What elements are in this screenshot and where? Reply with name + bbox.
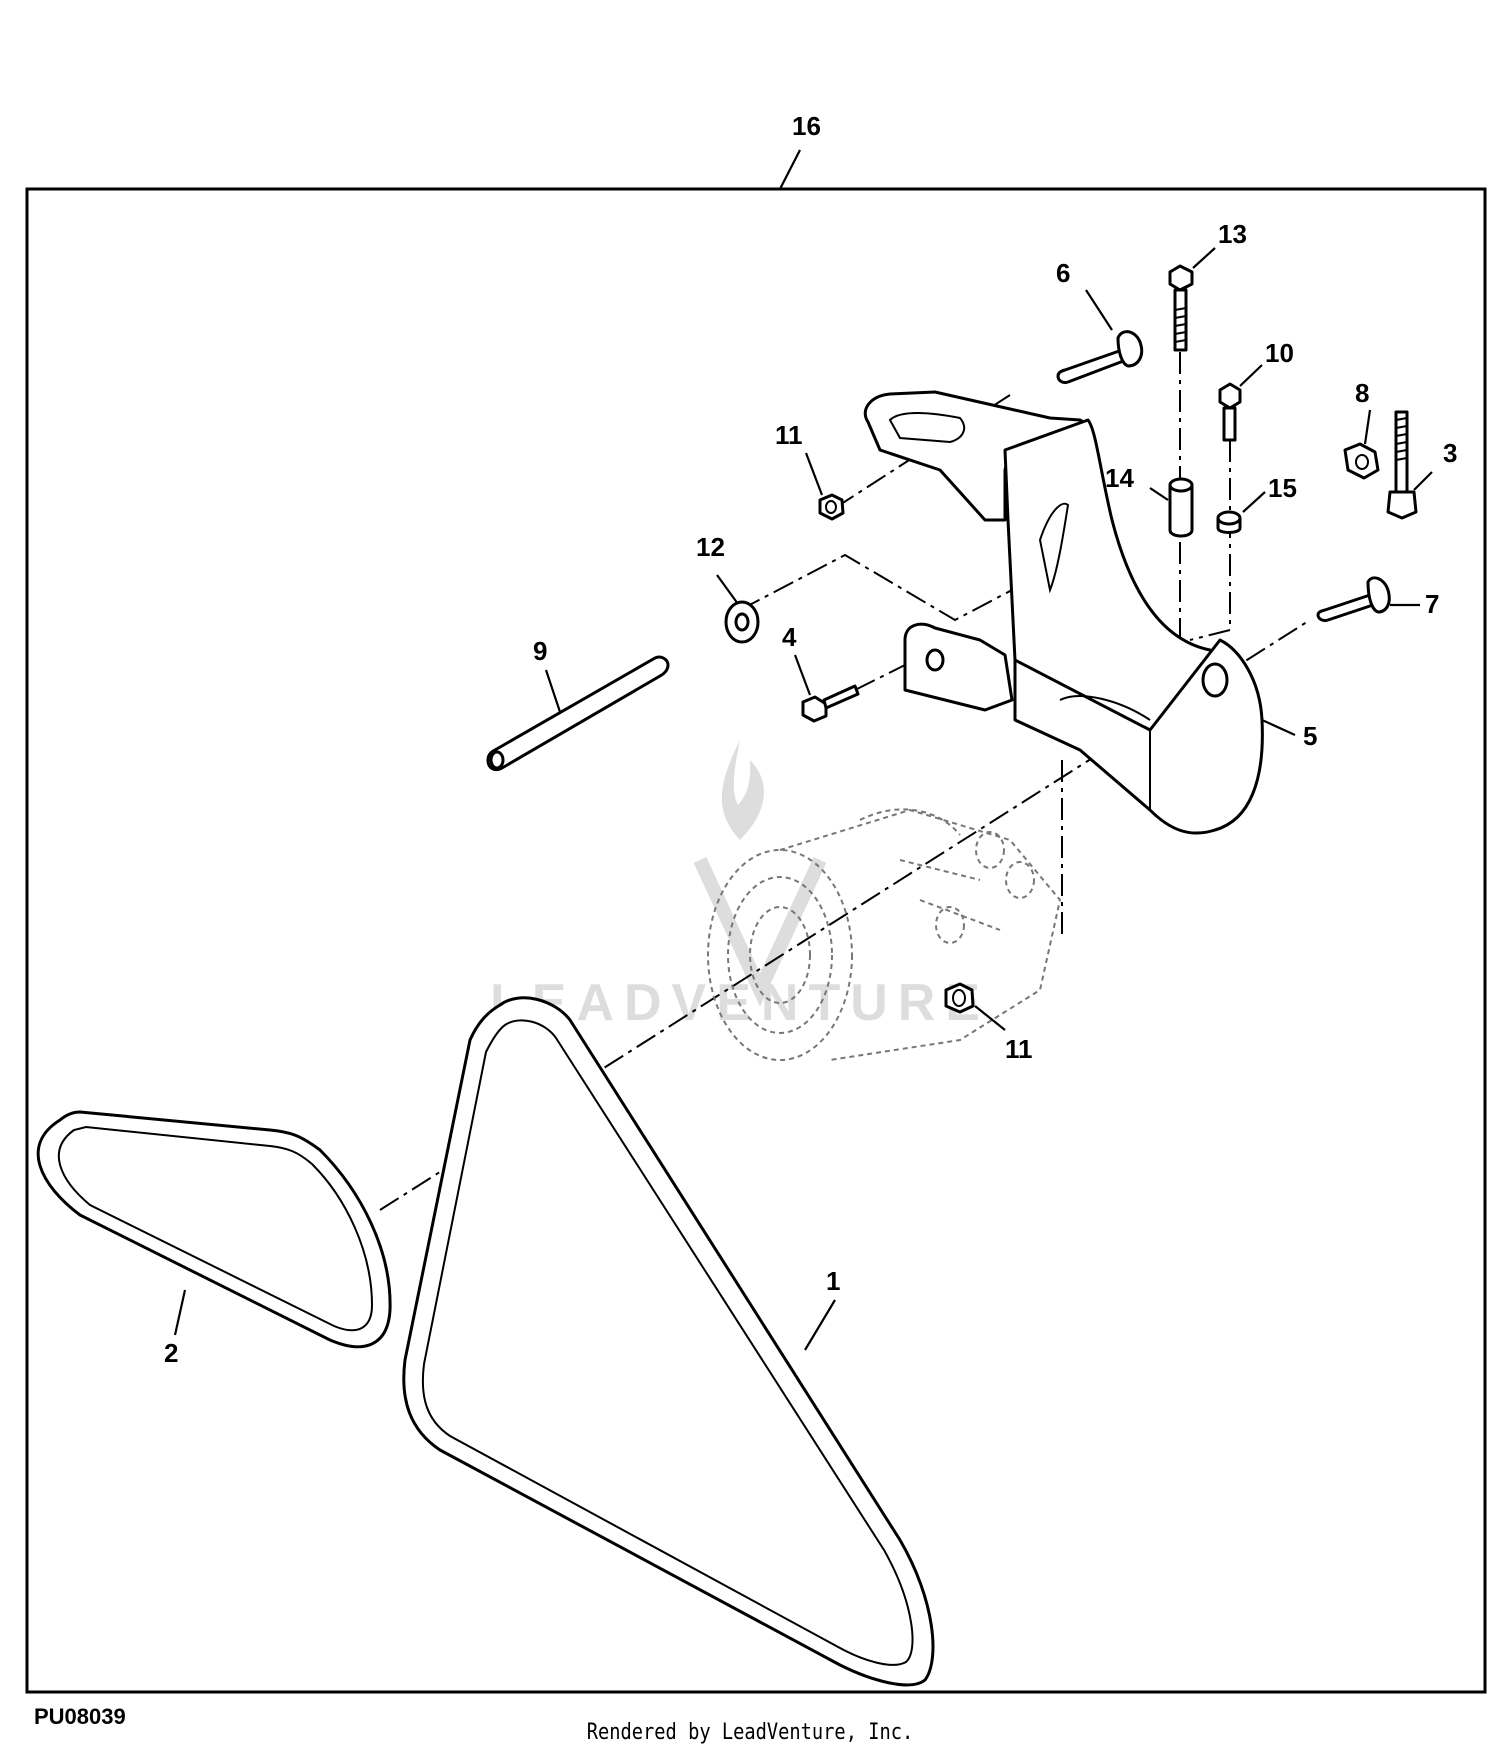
callout-3: 3 bbox=[1443, 438, 1457, 468]
leader-6 bbox=[1085, 289, 1113, 331]
leader-4 bbox=[793, 654, 812, 696]
callout-10: 10 bbox=[1265, 338, 1294, 368]
compressor-ghost bbox=[707, 808, 1062, 1061]
callout-8: 8 bbox=[1355, 378, 1369, 408]
bolt-part-4 bbox=[801, 684, 860, 723]
leader-13 bbox=[1192, 247, 1216, 269]
bracket-part-5 bbox=[863, 390, 1264, 835]
bolt-part-13 bbox=[1168, 264, 1194, 352]
leader-14 bbox=[1149, 487, 1169, 501]
leader-9 bbox=[544, 669, 562, 713]
leader-2 bbox=[173, 1289, 187, 1336]
nut-part-8 bbox=[1343, 442, 1380, 480]
belt-part-1 bbox=[402, 996, 935, 1687]
bolt-part-3 bbox=[1386, 410, 1418, 520]
callout-7: 7 bbox=[1425, 589, 1439, 619]
leader-1 bbox=[804, 1299, 836, 1351]
bushing-part-15 bbox=[1216, 510, 1242, 534]
leader-11b bbox=[974, 1005, 1006, 1031]
bolt-part-10 bbox=[1218, 382, 1242, 442]
leader-12 bbox=[716, 574, 739, 605]
centerline-bolt-10 bbox=[1189, 440, 1231, 641]
callout-14: 14 bbox=[1105, 463, 1134, 493]
callout-2: 2 bbox=[164, 1338, 178, 1368]
pin-part-9 bbox=[486, 655, 670, 772]
leader-16 bbox=[779, 149, 801, 190]
centerline-bolt-4 bbox=[854, 664, 906, 691]
leader-15 bbox=[1242, 491, 1266, 513]
watermark-logo: LEADVENTURE bbox=[490, 740, 980, 1032]
figure-id: PU08039 bbox=[34, 1704, 126, 1729]
callout-13: 13 bbox=[1218, 219, 1247, 249]
leader-3 bbox=[1413, 471, 1433, 491]
callout-6: 6 bbox=[1056, 258, 1070, 288]
leader-8 bbox=[1363, 409, 1372, 445]
callout-4: 4 bbox=[782, 622, 797, 652]
washer-part-12 bbox=[724, 600, 760, 644]
callout-9: 9 bbox=[533, 636, 547, 666]
centerline-washer bbox=[739, 553, 1051, 622]
leader-5 bbox=[1261, 718, 1296, 737]
render-credit: Rendered by LeadVenture, Inc. bbox=[586, 1720, 914, 1745]
bolt-part-7 bbox=[1316, 576, 1391, 622]
assembly-frame bbox=[25, 187, 1487, 1694]
callout-11-lower: 11 bbox=[1005, 1034, 1033, 1064]
bolt-part-6 bbox=[1056, 330, 1144, 384]
callout-15: 15 bbox=[1268, 473, 1297, 503]
callout-12: 12 bbox=[696, 532, 725, 562]
spacer-part-14 bbox=[1168, 477, 1194, 538]
belt-part-2 bbox=[36, 1110, 392, 1349]
leader-11a bbox=[804, 452, 824, 496]
callout-5: 5 bbox=[1303, 721, 1317, 751]
callout-1: 1 bbox=[826, 1266, 840, 1296]
callout-16: 16 bbox=[792, 111, 821, 141]
nut-part-11-upper bbox=[818, 493, 845, 521]
callout-11-upper: 11 bbox=[775, 420, 803, 450]
leader-10 bbox=[1239, 364, 1263, 387]
nut-part-11-lower bbox=[944, 982, 975, 1014]
